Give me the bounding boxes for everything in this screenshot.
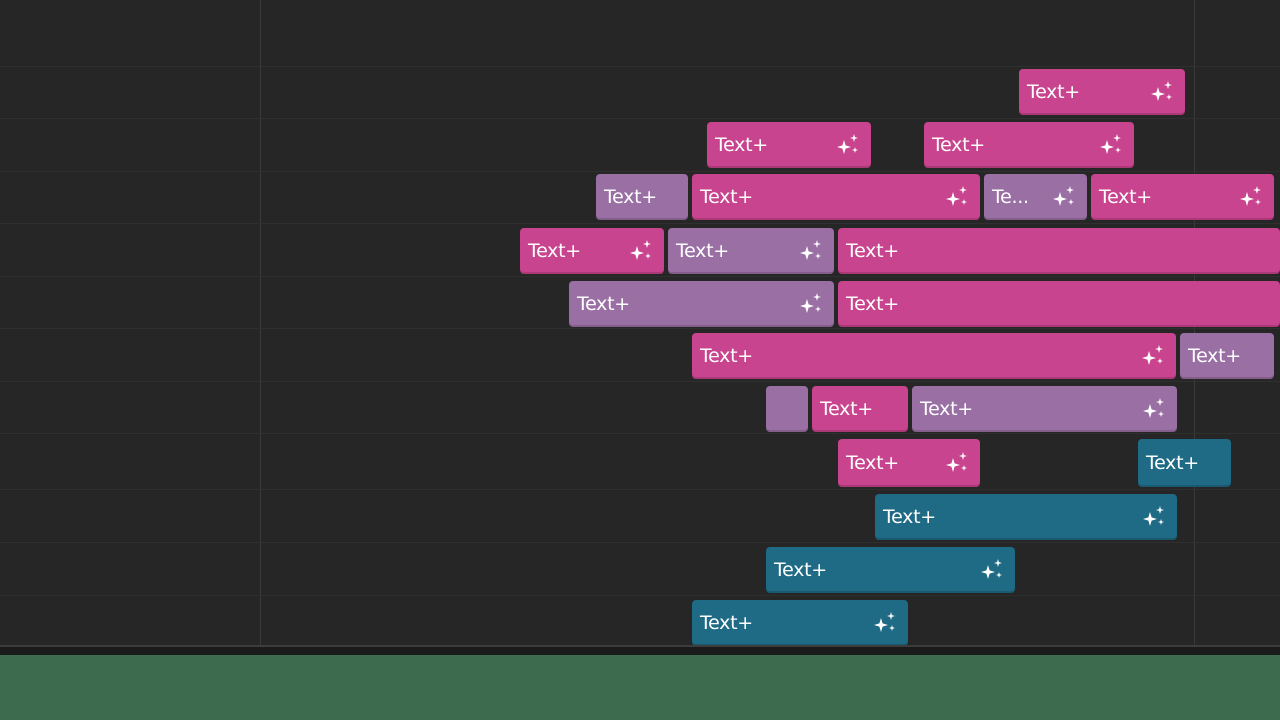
clip-label: Te...: [992, 185, 1029, 208]
clip-label: Text+: [920, 397, 973, 420]
text-plus-clip[interactable]: Text+: [569, 281, 834, 327]
text-plus-clip[interactable]: Text+: [875, 494, 1177, 540]
text-plus-clip[interactable]: Text+: [924, 122, 1134, 168]
track-separator: [0, 171, 1280, 172]
clip-label: Text+: [932, 133, 985, 156]
track-separator: [0, 276, 1280, 277]
text-plus-clip[interactable]: Text+: [692, 174, 980, 220]
text-plus-clip[interactable]: [766, 386, 808, 432]
sparkle-icon: [979, 557, 1005, 583]
track-separator: [0, 223, 1280, 224]
sparkle-icon: [944, 184, 970, 210]
clip-label: Text+: [1188, 344, 1241, 367]
text-plus-clip[interactable]: Text+: [1091, 174, 1274, 220]
sparkle-icon: [1140, 343, 1166, 369]
clip-label: Text+: [820, 397, 873, 420]
track-separator: [0, 328, 1280, 329]
track-separator: [0, 66, 1280, 67]
text-plus-clip[interactable]: Text+: [1138, 439, 1231, 487]
track-separator: [0, 433, 1280, 434]
clip-label: Text+: [528, 239, 581, 262]
text-plus-clip[interactable]: Text+: [838, 439, 980, 487]
timeline-viewer[interactable]: Text+ Text+ Text+ Text+ Text+ Te... Text+ Text+…: [0, 0, 1280, 645]
text-plus-clip[interactable]: Text+: [838, 228, 1280, 274]
clip-label: Text+: [604, 185, 657, 208]
text-plus-clip[interactable]: Text+: [1019, 69, 1185, 115]
clip-label: Text+: [700, 611, 753, 634]
track-divider[interactable]: [0, 645, 1280, 655]
sparkle-icon: [1098, 132, 1124, 158]
sparkle-icon: [1141, 504, 1167, 530]
text-plus-clip[interactable]: Text+: [520, 228, 664, 274]
sparkle-icon: [1141, 396, 1167, 422]
track-separator: [0, 118, 1280, 119]
text-plus-clip[interactable]: Text+: [812, 386, 908, 432]
clip-label: Text+: [577, 292, 630, 315]
text-plus-clip[interactable]: Text+: [668, 228, 834, 274]
clip-label: Text+: [1146, 451, 1199, 474]
clip-label: Text+: [700, 185, 753, 208]
clip-label: Text+: [1027, 80, 1080, 103]
track-separator: [0, 595, 1280, 596]
sparkle-icon: [798, 238, 824, 264]
text-plus-clip[interactable]: Text+: [766, 547, 1015, 593]
text-plus-clip[interactable]: Text+: [692, 600, 908, 645]
text-plus-clip[interactable]: Text+: [838, 281, 1280, 327]
text-plus-clip[interactable]: Text+: [692, 333, 1176, 379]
text-plus-clip[interactable]: Te...: [984, 174, 1087, 220]
sparkle-icon: [628, 238, 654, 264]
text-plus-clip[interactable]: Text+: [912, 386, 1177, 432]
clip-label: Text+: [700, 344, 753, 367]
track-separator: [0, 381, 1280, 382]
sparkle-icon: [944, 450, 970, 476]
clip-label: Text+: [676, 239, 729, 262]
clip-label: Text+: [846, 451, 899, 474]
text-plus-clip[interactable]: Text+: [596, 174, 688, 220]
timeline-divider: [260, 0, 261, 645]
sparkle-icon: [1238, 184, 1264, 210]
text-plus-clip[interactable]: Text+: [707, 122, 871, 168]
sparkle-icon: [798, 291, 824, 317]
text-plus-clip[interactable]: Text+: [1180, 333, 1274, 379]
clip-label: Text+: [715, 133, 768, 156]
audio-track[interactable]: [0, 655, 1280, 720]
clip-label: Text+: [846, 292, 899, 315]
clip-label: Text+: [1099, 185, 1152, 208]
track-separator: [0, 542, 1280, 543]
sparkle-icon: [1149, 79, 1175, 105]
clip-label: Text+: [774, 558, 827, 581]
sparkle-icon: [872, 610, 898, 636]
clip-label: Text+: [883, 505, 936, 528]
clip-label: Text+: [846, 239, 899, 262]
sparkle-icon: [835, 132, 861, 158]
sparkle-icon: [1051, 184, 1077, 210]
track-separator: [0, 489, 1280, 490]
